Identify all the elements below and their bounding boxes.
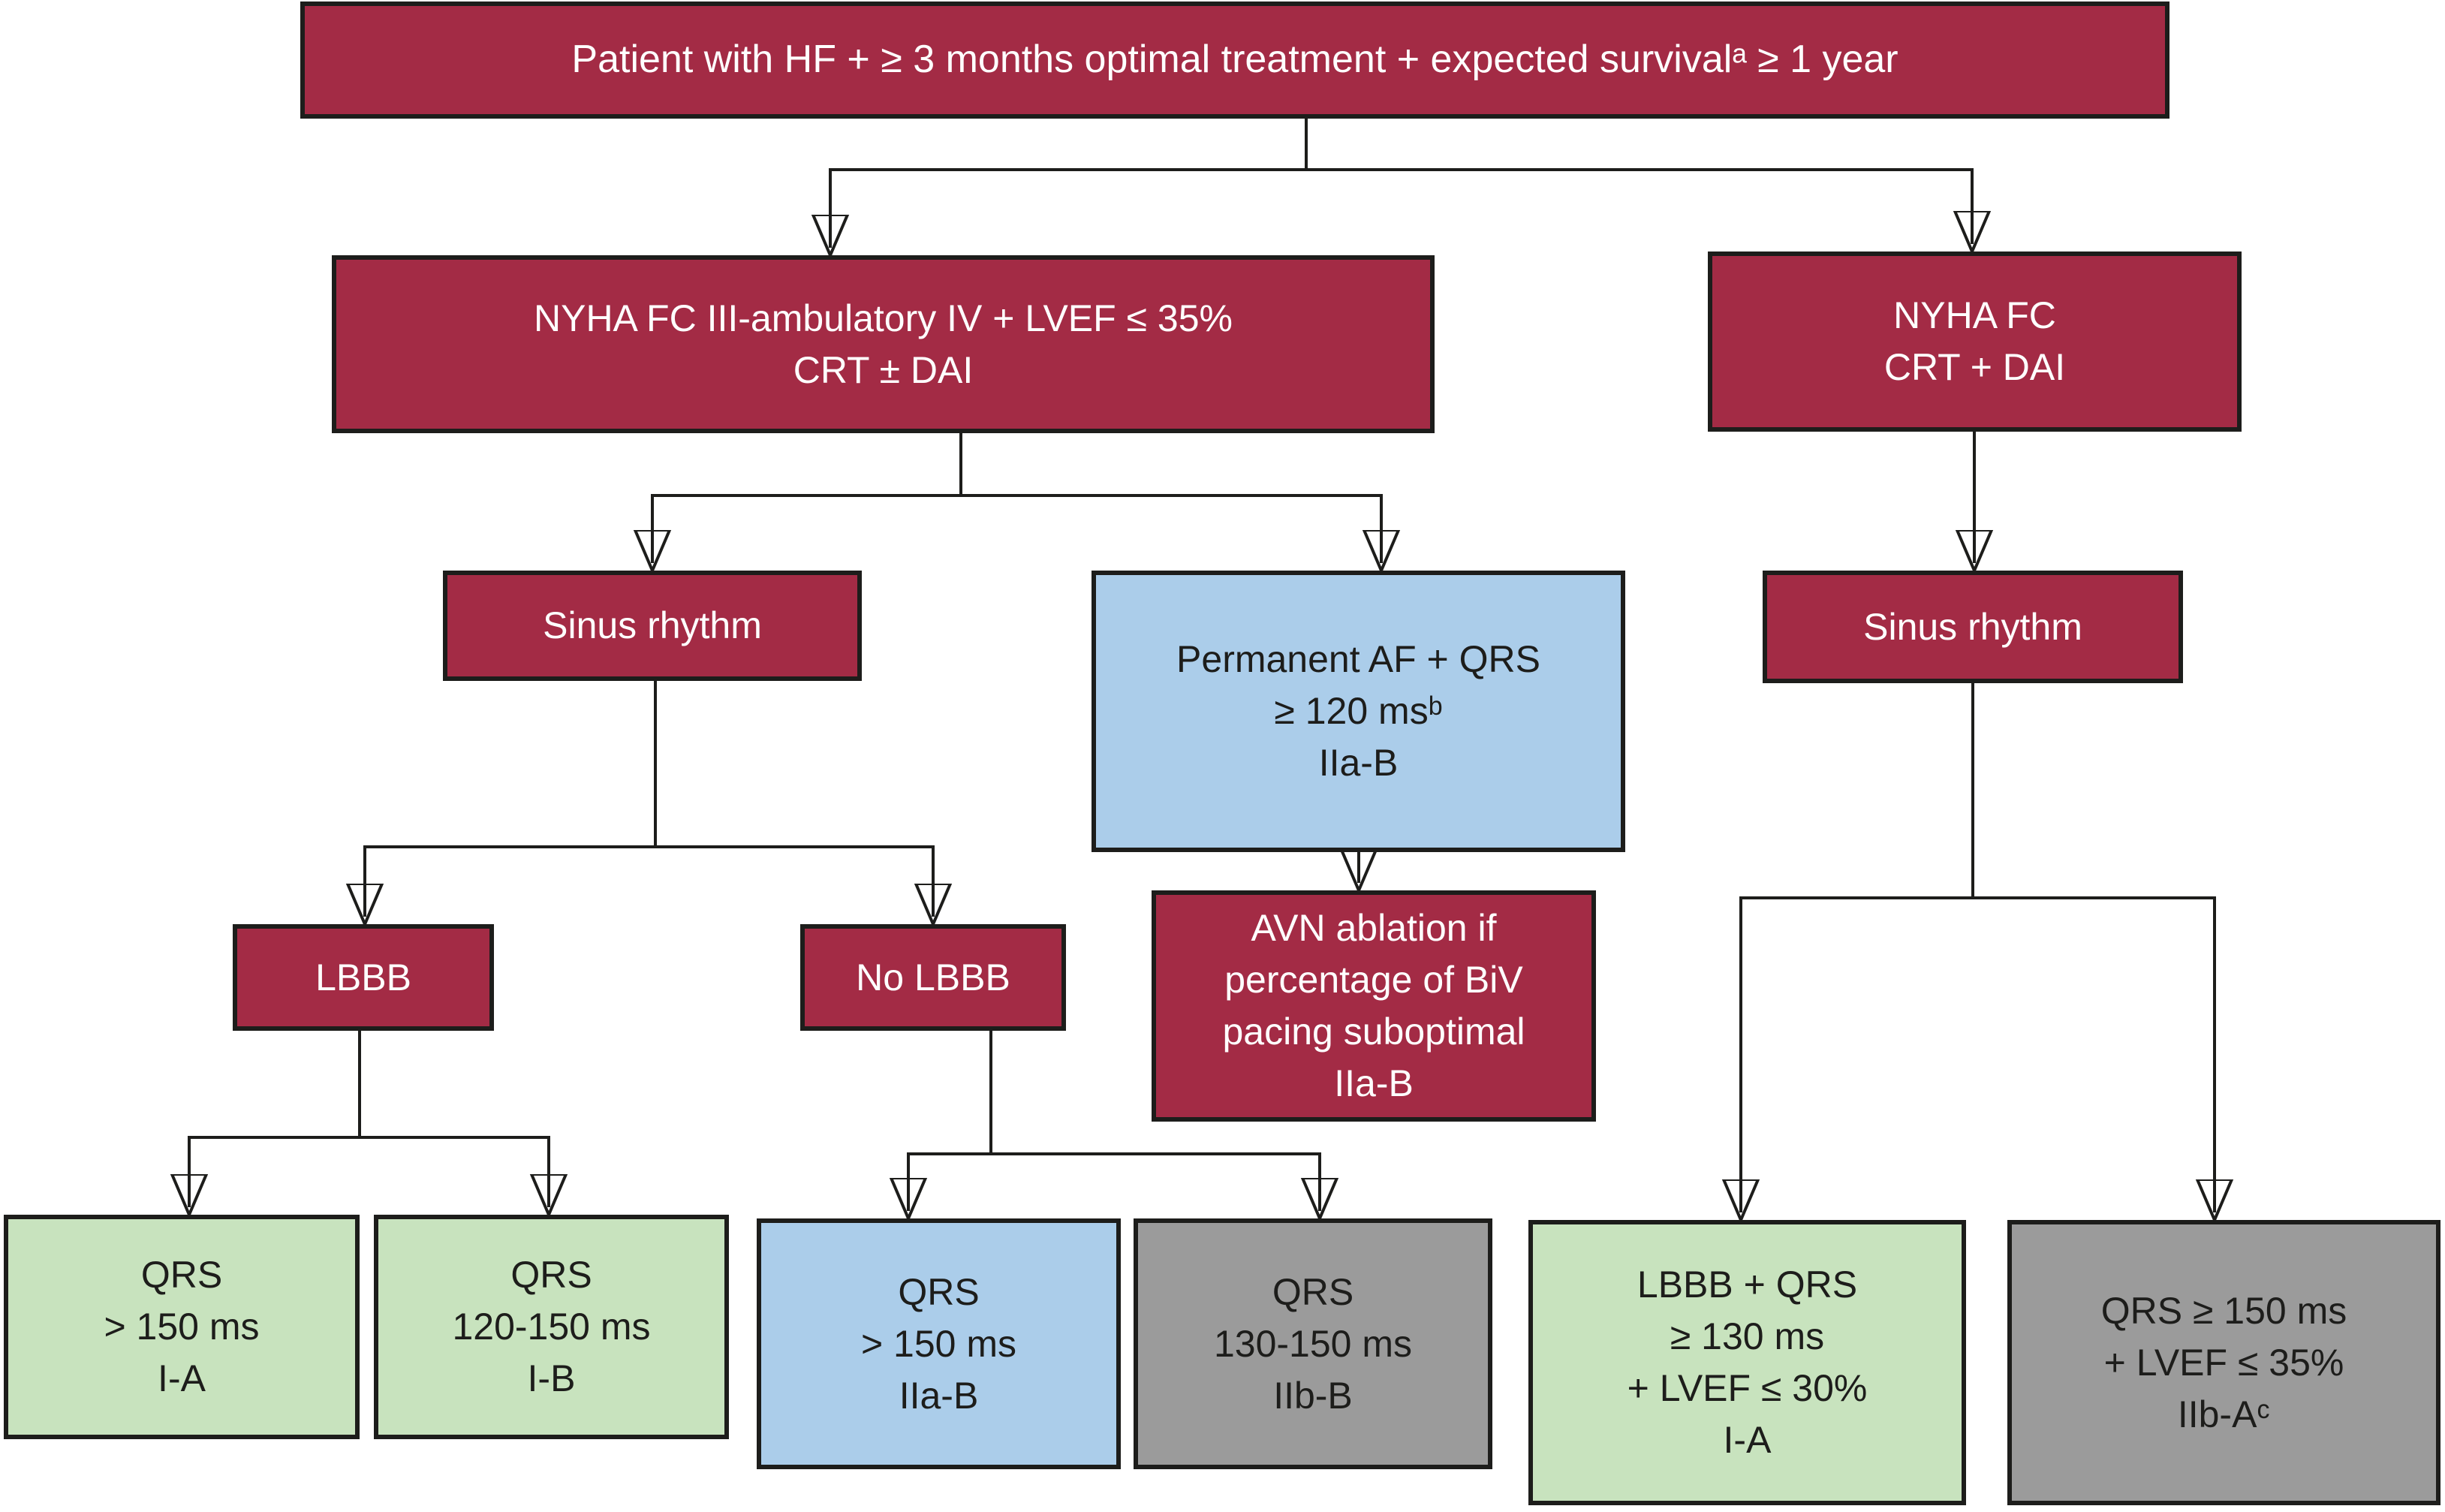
connector-top-to-nyha-left (830, 119, 1308, 248)
connector-sinus-left-to-no-lbbb (654, 679, 933, 917)
node-avn-ablation: AVN ablation if percentage of BiV pacing… (1152, 890, 1596, 1122)
connector-sinus-right-to-lbbb-qrs130 (1741, 683, 1974, 1212)
node-qrs-130-150-iib-b: QRS 130-150 ms IIb-B (1134, 1218, 1492, 1469)
node-qrs150-lvef35-iib-a: QRS ≥ 150 ms + LVEF ≤ 35% IIb-Aᶜ (2007, 1220, 2440, 1505)
connector-nyha-left-to-sinus-left (652, 433, 962, 563)
connector-sinus-left-to-lbbb (365, 679, 657, 917)
node-nyha-iii-ambulatory-iv-lvef35: NYHA FC III-ambulatory IV + LVEF ≤ 35% C… (332, 255, 1435, 433)
connector-sinus-right-to-qrs150-lvef35 (1971, 683, 2215, 1212)
connector-no-lbbb-to-qrs-gt150-iiab (908, 1031, 992, 1211)
node-sinus-rhythm-right: Sinus rhythm (1763, 571, 2183, 683)
node-nyha-fc-crt-dai: NYHA FC CRT + DAI (1708, 251, 2242, 432)
node-lbbb: LBBB (233, 924, 494, 1031)
node-no-lbbb: No LBBB (800, 924, 1066, 1031)
connector-no-lbbb-to-qrs-130-150-iibb (989, 1031, 1320, 1211)
node-permanent-af: Permanent AF + QRS ≥ 120 msᵇ IIa-B (1092, 571, 1625, 852)
node-qrs-gt150-iia-b: QRS > 150 ms IIa-B (757, 1218, 1121, 1469)
connector-lbbb-to-qrs-gt150-ia (189, 1031, 361, 1207)
node-lbbb-qrs130-lvef30-i-a: LBBB + QRS ≥ 130 ms + LVEF ≤ 30% I-A (1528, 1220, 1966, 1505)
node-qrs-120-150-i-b: QRS 120-150 ms I-B (374, 1215, 729, 1439)
connector-top-to-nyha-right (1305, 119, 1972, 244)
connector-nyha-left-to-permanent-af (959, 433, 1381, 563)
node-qrs-gt150-i-a: QRS > 150 ms I-A (4, 1215, 360, 1439)
connector-lbbb-to-qrs-120-150-ib (358, 1031, 549, 1207)
node-sinus-rhythm-left: Sinus rhythm (443, 571, 862, 681)
node-patient-criteria: Patient with HF + ≥ 3 months optimal tre… (300, 2, 2169, 119)
